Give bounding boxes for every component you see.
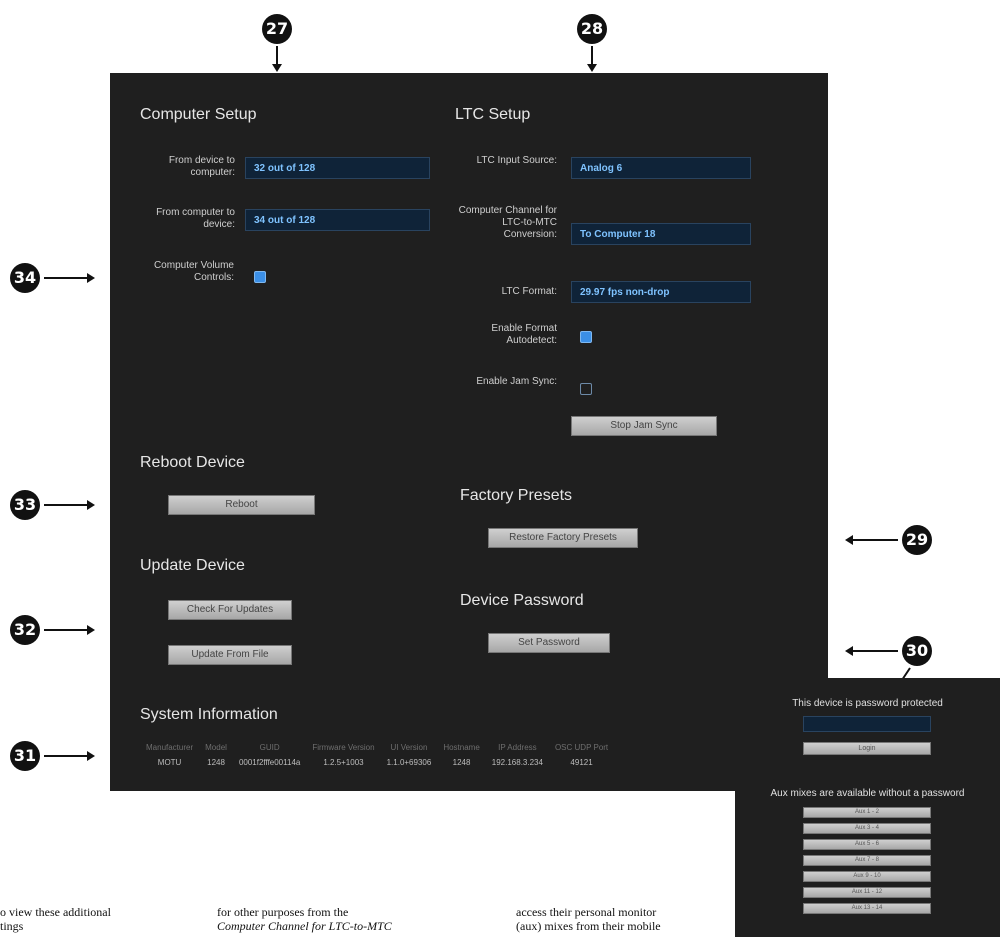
aux-13-14-button[interactable]: Aux 13 - 14 <box>803 903 931 914</box>
computer-volume-checkbox[interactable] <box>254 271 266 283</box>
callout-30-line <box>852 650 898 652</box>
callout-33: 33 <box>10 490 40 520</box>
update-device-title: Update Device <box>140 557 245 574</box>
callout-34: 34 <box>10 263 40 293</box>
from-device-to-computer-field[interactable]: 32 out of 128 <box>245 157 430 179</box>
aux-3-4-button[interactable]: Aux 3 - 4 <box>803 823 931 834</box>
callout-29-arrowhead <box>845 535 853 545</box>
body-text-col3-line2: (aux) mixes from their mobile <box>516 919 661 933</box>
callout-29: 29 <box>902 525 932 555</box>
callout-29-line <box>852 539 898 541</box>
body-text-col3-line1: access their personal monitor <box>516 905 657 919</box>
format-autodetect-label: Enable Format Autodetect: <box>491 323 557 346</box>
from-computer-to-device-field[interactable]: 34 out of 128 <box>245 209 430 231</box>
callout-32: 32 <box>10 615 40 645</box>
value-guid: 0001f2fffe00114a <box>238 758 301 767</box>
system-info-header-row: Manufacturer Model GUID Firmware Version… <box>140 743 614 752</box>
password-protected-popup: This device is password protected Login … <box>735 678 1000 937</box>
callout-34-arrowhead <box>87 273 95 283</box>
system-information-title: System Information <box>140 706 278 723</box>
value-manufacturer: MOTU <box>157 758 182 767</box>
callout-33-arrowhead <box>87 500 95 510</box>
callout-31-line <box>44 755 88 757</box>
callout-34-line <box>44 277 88 279</box>
computer-setup-title: Computer Setup <box>140 106 257 123</box>
callout-27-line <box>276 46 278 66</box>
login-button[interactable]: Login <box>803 742 931 755</box>
body-text-col2-line2: Computer Channel for LTC-to-MTC <box>217 919 392 933</box>
header-guid: GUID <box>259 743 280 752</box>
computer-channel-field[interactable]: To Computer 18 <box>571 223 751 245</box>
format-autodetect-checkbox[interactable] <box>580 331 592 343</box>
callout-32-arrowhead <box>87 625 95 635</box>
system-info-value-row: MOTU 1248 0001f2fffe00114a 1.2.5+1003 1.… <box>140 752 614 767</box>
callout-31-arrowhead <box>87 751 95 761</box>
header-ip-address: IP Address <box>498 743 537 752</box>
callout-33-line <box>44 504 88 506</box>
check-for-updates-button[interactable]: Check For Updates <box>168 600 292 620</box>
system-information-table: Manufacturer Model GUID Firmware Version… <box>140 743 614 767</box>
body-text-col1-line1: o view these additional <box>0 905 111 919</box>
from-computer-label: From computer to device: <box>156 207 235 230</box>
aux-11-12-button[interactable]: Aux 11 - 12 <box>803 887 931 898</box>
ltc-input-source-field[interactable]: Analog 6 <box>571 157 751 179</box>
aux-5-6-button[interactable]: Aux 5 - 6 <box>803 839 931 850</box>
value-hostname: 1248 <box>452 758 471 767</box>
from-device-label: From device to computer: <box>168 155 235 178</box>
header-hostname: Hostname <box>443 743 480 752</box>
value-ip-address: 192.168.3.234 <box>491 758 543 767</box>
callout-27-arrowhead <box>272 64 282 72</box>
header-firmware-version: Firmware Version <box>312 743 375 752</box>
password-input[interactable] <box>803 716 931 732</box>
stop-jam-sync-button[interactable]: Stop Jam Sync <box>571 416 717 436</box>
value-osc-udp-port: 49121 <box>570 758 593 767</box>
password-protected-title: This device is password protected <box>792 698 943 709</box>
callout-28-line <box>591 46 593 66</box>
device-password-title: Device Password <box>460 592 584 609</box>
body-text-col1-line2: tings <box>0 919 24 933</box>
restore-factory-presets-button[interactable]: Restore Factory Presets <box>488 528 638 548</box>
ltc-format-label: LTC Format: <box>501 286 557 297</box>
aux-1-2-button[interactable]: Aux 1 - 2 <box>803 807 931 818</box>
header-model: Model <box>205 743 227 752</box>
callout-28-arrowhead <box>587 64 597 72</box>
value-firmware-version: 1.2.5+1003 <box>323 758 364 767</box>
aux-mixes-title: Aux mixes are available without a passwo… <box>770 788 965 799</box>
callout-32-line <box>44 629 88 631</box>
aux-9-10-button[interactable]: Aux 9 - 10 <box>803 871 931 882</box>
header-manufacturer: Manufacturer <box>146 743 194 752</box>
header-osc-udp-port: OSC UDP Port <box>554 743 609 752</box>
set-password-button[interactable]: Set Password <box>488 633 610 653</box>
body-text-col2-line1: for other purposes from the <box>217 905 349 919</box>
device-settings-panel: Computer Setup From device to computer: … <box>110 73 828 791</box>
ltc-format-field[interactable]: 29.97 fps non-drop <box>571 281 751 303</box>
reboot-device-title: Reboot Device <box>140 454 245 471</box>
callout-27: 27 <box>262 14 292 44</box>
factory-presets-title: Factory Presets <box>460 487 573 504</box>
callout-28: 28 <box>577 14 607 44</box>
callout-30: 30 <box>902 636 932 666</box>
callout-30-arrowhead <box>845 646 853 656</box>
ltc-setup-title: LTC Setup <box>455 106 531 123</box>
header-ui-version: UI Version <box>390 743 428 752</box>
reboot-button[interactable]: Reboot <box>168 495 315 515</box>
ltc-input-source-label: LTC Input Source: <box>476 155 557 166</box>
value-model: 1248 <box>207 758 225 767</box>
computer-volume-label: Computer Volume Controls: <box>153 260 234 283</box>
aux-7-8-button[interactable]: Aux 7 - 8 <box>803 855 931 866</box>
value-ui-version: 1.1.0+69306 <box>386 758 432 767</box>
computer-channel-label: Computer Channel for LTC-to-MTC Conversi… <box>458 205 557 240</box>
update-from-file-button[interactable]: Update From File <box>168 645 292 665</box>
jam-sync-checkbox[interactable] <box>580 383 592 395</box>
callout-31: 31 <box>10 741 40 771</box>
jam-sync-label: Enable Jam Sync: <box>476 376 557 387</box>
